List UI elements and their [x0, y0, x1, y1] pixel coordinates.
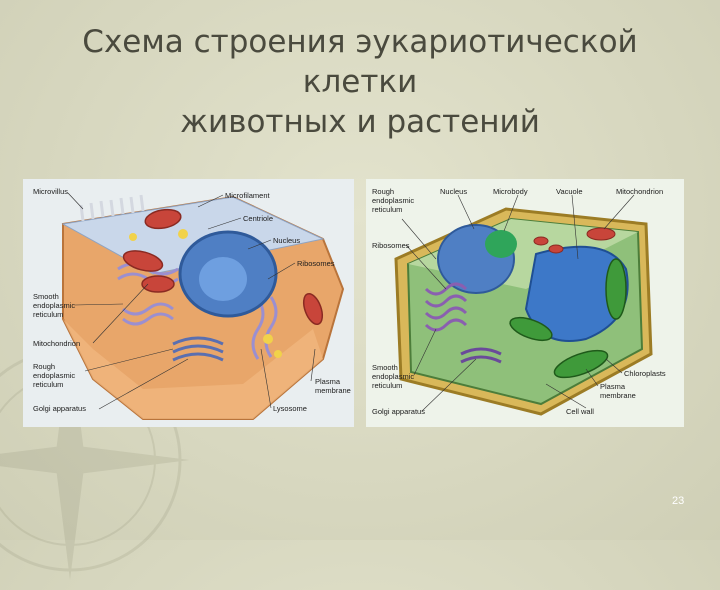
microbody-shape [485, 230, 517, 258]
label-golgi: Golgi apparatus [372, 407, 425, 416]
slide-number: 23 [672, 495, 684, 507]
label-nucleus: Nucleus [440, 187, 467, 196]
label-golgi: Golgi apparatus [33, 404, 86, 413]
plant-cell-diagram: Rough endoplasmic reticulum Nucleus Micr… [366, 179, 684, 427]
label-vacuole: Vacuole [556, 187, 583, 196]
label-chloroplasts: Chloroplasts [624, 369, 666, 378]
label-ribosomes: Ribosomes [297, 259, 335, 268]
label-nucleus: Nucleus [273, 236, 300, 245]
title-line-2: животных и растений [180, 104, 540, 140]
label-ribosomes: Ribosomes [372, 241, 410, 250]
label-rough-er: Rough endoplasmic reticulum [33, 362, 75, 389]
label-rough-er: Rough endoplasmic reticulum [372, 187, 414, 214]
label-microfilament: Microfilament [225, 191, 270, 200]
title-line-1: Схема строения эукариотической клетки [82, 24, 637, 100]
nucleolus-shape [199, 257, 247, 301]
label-plasma-membrane: Plasma membrane [600, 382, 636, 400]
label-mitochondrion: Mitochondrion [33, 339, 80, 348]
label-smooth-er: Smooth endoplasmic reticulum [33, 292, 75, 319]
label-microvillus: Microvillus [33, 187, 68, 196]
label-mitochondrion: Mitochondrion [616, 187, 663, 196]
label-plasma-membrane: Plasma membrane [315, 377, 351, 395]
label-smooth-er: Smooth endoplasmic reticulum [372, 363, 414, 390]
label-lysosome: Lysosome [273, 404, 307, 413]
label-centriole: Centriole [243, 214, 273, 223]
label-cell-wall: Cell wall [566, 407, 594, 416]
label-microbody: Microbody [493, 187, 528, 196]
animal-cell-diagram: Microvillus Microfilament Centriole Nucl… [23, 179, 354, 427]
slide-title: Схема строения эукариотической клетки жи… [40, 22, 680, 142]
